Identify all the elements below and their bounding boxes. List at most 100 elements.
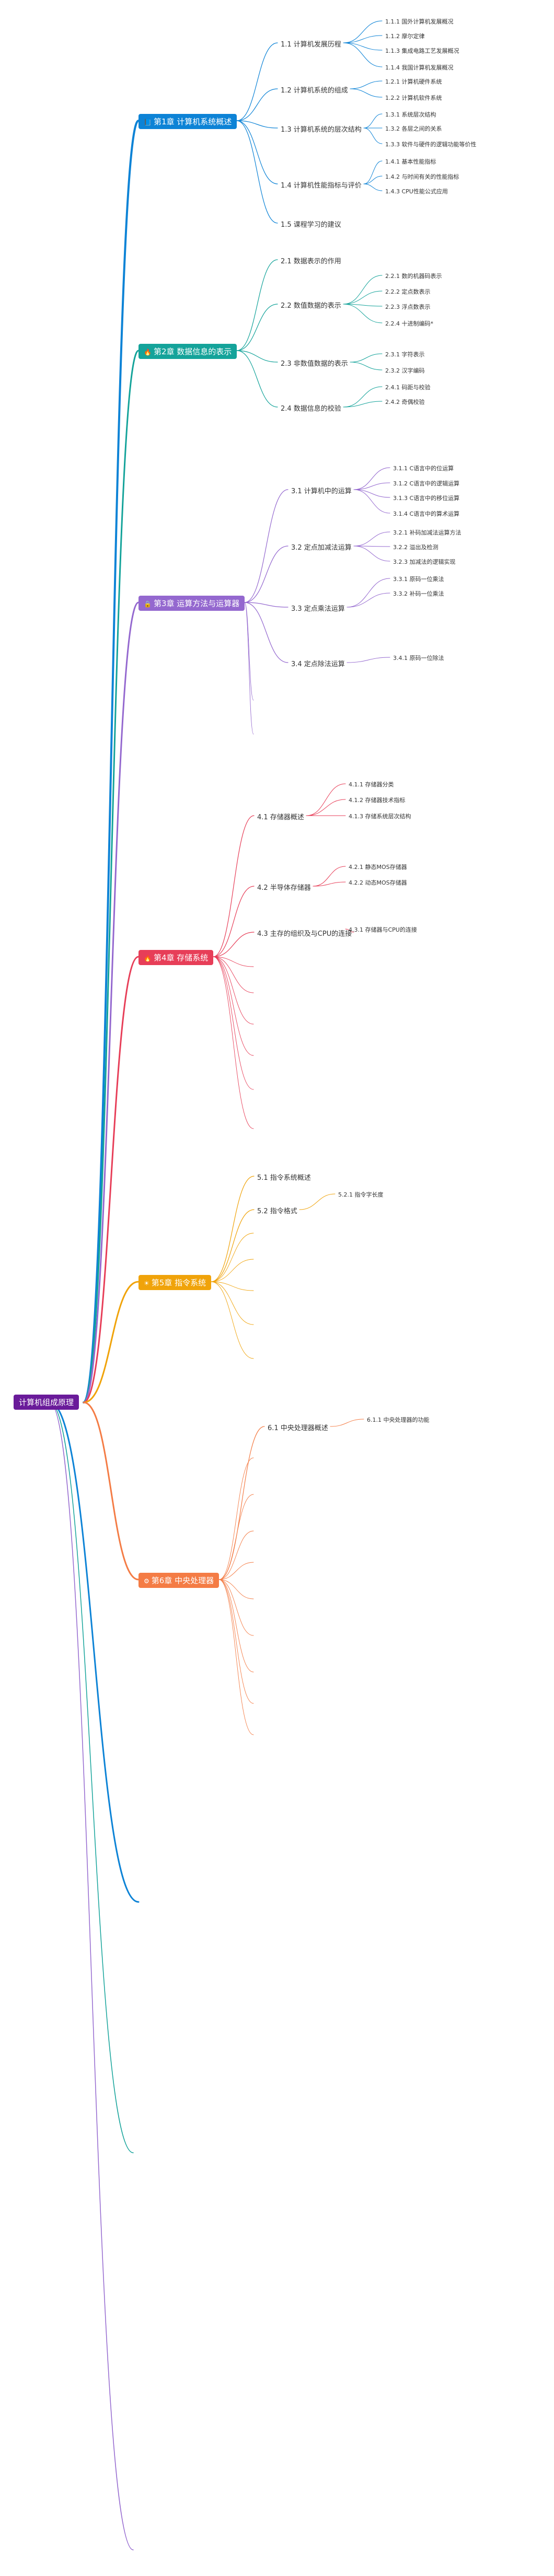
subsection-node[interactable]: 3.3.2 补码一位乘法 (393, 590, 444, 597)
subsection-node[interactable]: 3.1.2 C语言中的逻辑运算 (393, 480, 460, 487)
empty-branch-stub (211, 1233, 254, 1282)
subsection-node[interactable]: 1.4.2 与时间有关的性能指标 (385, 173, 459, 180)
subsection-node[interactable]: 5.2.1 指令字长度 (338, 1191, 384, 1198)
leaf-link (363, 127, 383, 144)
subsection-node[interactable]: 1.2.1 计算机硬件系统 (385, 78, 442, 85)
chapter-node[interactable]: 🔥第2章 数据信息的表示 (138, 344, 237, 359)
subsection-node[interactable]: 3.2.2 溢出及检测 (393, 544, 438, 551)
leaf-link (345, 929, 354, 933)
empty-branch-stub (211, 1281, 254, 1291)
subsection-node[interactable]: 1.4.1 基本性能指标 (385, 158, 436, 165)
empty-branch-stub (218, 1579, 254, 1636)
empty-branch-stub (218, 1562, 254, 1580)
subsection-node[interactable]: 1.1.1 国外计算机发展概况 (385, 18, 454, 25)
chapter-node[interactable]: 🔒第3章 运算方法与运算器 (138, 596, 245, 611)
leaf-link (343, 35, 383, 43)
subsection-node[interactable]: 2.4.2 奇偶校验 (385, 399, 425, 405)
subsection-node[interactable]: 1.3.1 系统层次结构 (385, 111, 436, 118)
empty-branch-stub (211, 1281, 254, 1359)
leaf-link (313, 866, 346, 887)
section-node[interactable]: 4.3 主存的组织及与CPU的连接 (257, 930, 352, 938)
subsection-node[interactable]: 2.2.3 浮点数表示 (385, 304, 431, 310)
subsection-node[interactable]: 1.1.2 摩尔定律 (385, 33, 425, 40)
chapter-link (83, 120, 140, 1403)
subsection-node[interactable]: 3.1.4 C语言中的算术运算 (393, 510, 460, 517)
empty-branch-stub (244, 602, 254, 701)
subsection-node[interactable]: 3.2.1 补码加减法运算方法 (393, 529, 461, 536)
subsection-node[interactable]: 4.1.3 存储系统层次结构 (349, 813, 411, 820)
section-node[interactable]: 3.2 定点加减法运算 (291, 544, 352, 552)
leaf-link (363, 183, 383, 191)
subsection-node[interactable]: 3.1.1 C语言中的位运算 (393, 465, 454, 472)
chapter-node[interactable]: 🔥第4章 存储系统 (138, 950, 214, 965)
subsection-node[interactable]: 1.1.3 集成电路工艺发展概况 (385, 48, 459, 54)
empty-branch-stub (218, 1457, 254, 1580)
section-node[interactable]: 1.3 计算机系统的层次结构 (281, 126, 362, 134)
section-node[interactable]: 3.1 计算机中的运算 (291, 488, 352, 495)
subsection-node[interactable]: 3.3.1 原码一位乘法 (393, 576, 444, 583)
subsection-node[interactable]: 2.2.2 定点数表示 (385, 288, 431, 295)
leaf-link (299, 1193, 336, 1210)
subsection-node[interactable]: 2.3.1 字符表示 (385, 351, 425, 358)
subsection-node[interactable]: 1.2.2 计算机软件系统 (385, 95, 442, 101)
flame-icon: 🔥 (144, 955, 152, 962)
section-node[interactable]: 5.2 指令格式 (257, 1208, 297, 1215)
chapter-link (83, 1401, 140, 1581)
sub-link (236, 259, 278, 351)
leaf-link (350, 362, 383, 370)
subsection-node[interactable]: 1.4.3 CPU性能公式应用 (385, 188, 448, 195)
chapter-node[interactable]: ☀第5章 指令系统 (138, 1275, 212, 1290)
section-node[interactable]: 5.1 指令系统概述 (257, 1174, 311, 1182)
subsection-node[interactable]: 3.2.3 加减法的逻辑实现 (393, 559, 456, 565)
subsection-node[interactable]: 4.1.1 存储器分类 (349, 781, 394, 788)
subsection-node[interactable]: 4.1.2 存储器技术指标 (349, 797, 406, 804)
sub-link (244, 602, 288, 663)
section-node[interactable]: 2.4 数据信息的校验 (281, 405, 341, 413)
sub-link (244, 546, 288, 603)
leaf-link (353, 546, 390, 562)
subsection-node[interactable]: 1.3.2 各层之间的关系 (385, 125, 442, 132)
subsection-node[interactable]: 4.3.1 存储器与CPU的连接 (349, 926, 417, 933)
section-node[interactable]: 3.3 定点乘法运算 (291, 605, 345, 613)
subsection-node[interactable]: 2.4.1 码距与校验 (385, 384, 431, 391)
subsection-node[interactable]: 2.2.4 十进制编码* (385, 320, 433, 327)
chapter-node[interactable]: ⚙第6章 中央处理器 (138, 1573, 220, 1588)
sub-link (244, 602, 288, 608)
leaf-link (347, 657, 390, 663)
section-node[interactable]: 2.3 非数值数据的表示 (281, 360, 348, 368)
subsection-node[interactable]: 6.1.1 中央处理器的功能 (367, 1417, 430, 1423)
section-node[interactable]: 6.1 中央处理器概述 (268, 1424, 328, 1432)
section-node[interactable]: 4.1 存储器概述 (257, 814, 304, 821)
section-node[interactable]: 4.2 半导体存储器 (257, 884, 311, 892)
leaf-link (350, 80, 383, 89)
subsection-node[interactable]: 1.3.3 软件与硬件的逻辑功能等价性 (385, 141, 477, 148)
section-node[interactable]: 1.2 计算机系统的组成 (281, 87, 348, 95)
leaf-link (347, 593, 390, 608)
section-node[interactable]: 2.1 数据表示的作用 (281, 258, 341, 265)
section-node[interactable]: 2.2 数值数据的表示 (281, 302, 341, 310)
sub-link (244, 489, 288, 603)
leaf-link (363, 176, 383, 184)
leaf-link (343, 275, 383, 305)
leaf-link (347, 578, 390, 608)
chapter-node[interactable]: 📘第1章 计算机系统概述 (138, 114, 237, 129)
section-node[interactable]: 1.1 计算机发展历程 (281, 41, 341, 49)
subsection-node[interactable]: 4.2.2 动态MOS存储器 (349, 879, 407, 886)
subsection-node[interactable]: 2.3.2 汉字编码 (385, 367, 425, 374)
section-node[interactable]: 1.5 课程学习的建议 (281, 221, 341, 229)
subsection-node[interactable]: 1.1.4 我国计算机发展概况 (385, 64, 454, 71)
empty-branch-stub (211, 1259, 254, 1282)
section-node[interactable]: 3.4 定点除法运算 (291, 660, 345, 668)
empty-branch-stub (218, 1530, 254, 1580)
subsection-node[interactable]: 4.2.1 静态MOS存储器 (349, 864, 407, 871)
chapter-label: 第3章 运算方法与运算器 (153, 599, 240, 608)
subsection-node[interactable]: 3.1.3 C语言中的移位运算 (393, 495, 460, 502)
root-node[interactable]: 计算机组成原理 (14, 1395, 79, 1410)
sub-link (211, 1209, 255, 1282)
section-node[interactable]: 1.4 计算机性能指标与评价 (281, 182, 362, 190)
subsection-node[interactable]: 3.4.1 原码一位除法 (393, 655, 444, 662)
subsection-node[interactable]: 2.2.1 数的机器码表示 (385, 273, 442, 280)
leaf-link (353, 489, 390, 514)
sub-link (213, 932, 255, 957)
